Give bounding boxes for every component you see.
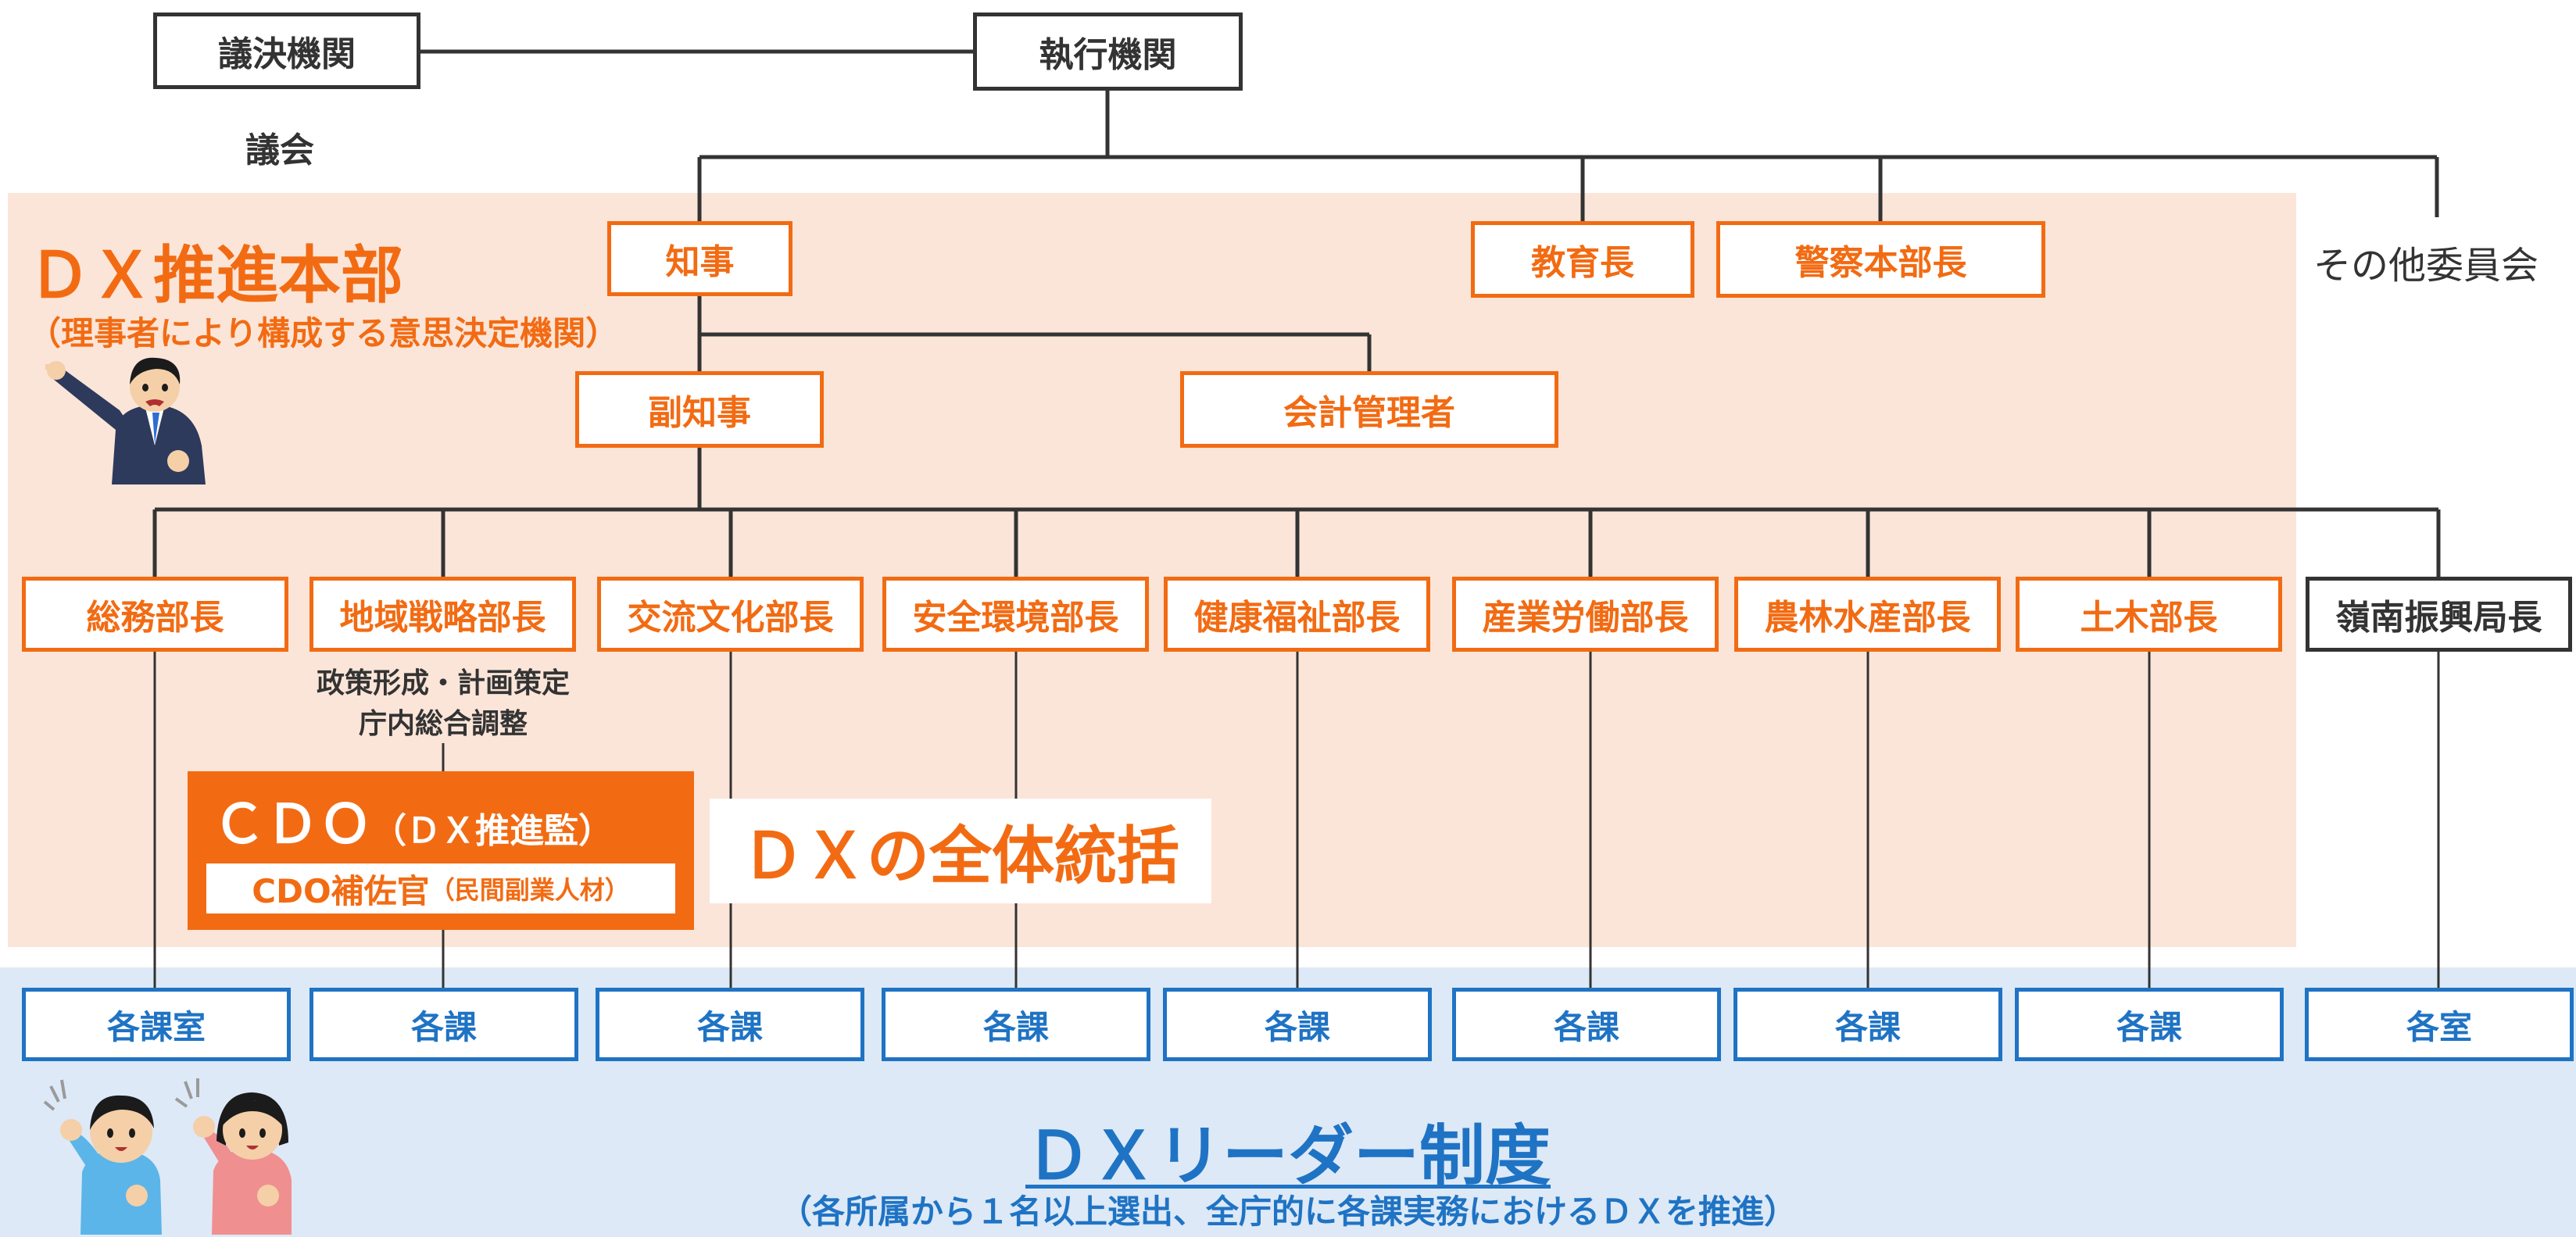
dx-leader-subtitle: （各所属から１名以上選出、全庁的に各課実務におけるＤＸを推進） [778,1192,1797,1231]
dept-box-regional-strategy: 地域戦略部長 [309,577,576,652]
policy-note-line1: 政策形成・計画策定 [316,667,570,699]
dx-overall-box: ＤＸの全体統括 [710,799,1211,903]
section-box: 各課 [596,988,864,1061]
section-box: 各課 [1163,988,1432,1061]
cdo-box: ＣＤＯ（ＤＸ推進監） CDO補佐官（民間副業人材） [188,771,694,930]
dept-box-exchange-culture: 交流文化部長 [597,577,864,652]
dept-box-civil-engineering: 土木部長 [2016,577,2282,652]
dept-box-reinan-promotion: 嶺南振興局長 [2306,577,2572,652]
executive-box: 執行機関 [973,13,1243,91]
cheering-people-illustration [43,1078,292,1235]
education-box: 教育長 [1471,221,1694,298]
dept-box-general-affairs: 総務部長 [22,577,288,652]
accountant-box: 会計管理者 [1180,371,1558,448]
cdo-assistant-paren: （民間副業人材） [429,875,630,905]
assembly-label: 議会 [245,130,314,170]
dept-box-agriculture: 農林水産部長 [1734,577,2001,652]
section-box: 各課 [1733,988,2002,1061]
legislature-box: 議決機関 [153,13,420,89]
section-box: 各課 [2015,988,2284,1061]
policy-note-line2: 庁内総合調整 [358,708,528,740]
other-committees-label: その他委員会 [2313,244,2539,288]
dept-box-industry-labor: 産業労働部長 [1452,577,1719,652]
cdo-title-row: ＣＤＯ（ＤＸ推進監） [213,781,613,858]
presenter-illustration [45,357,206,484]
dx-leader-title-wrap: ＤＸリーダー制度 [0,1103,2576,1198]
section-box: 各課 [1452,988,1721,1061]
section-box: 各課室 [22,988,291,1061]
governor-box: 知事 [607,221,792,296]
cdo-assistant: CDO補佐官 [252,871,430,910]
cdo-title: ＣＤＯ [213,794,373,856]
cdo-assistant-box: CDO補佐官（民間副業人材） [206,863,675,913]
dept-box-health-welfare: 健康福祉部長 [1164,577,1430,652]
section-box: 各室 [2305,988,2574,1061]
dept-box-safety-environment: 安全環境部長 [882,577,1149,652]
section-box: 各課 [882,988,1150,1061]
cdo-title-paren: （ＤＸ推進監） [372,811,614,851]
dx-leader-title: ＤＸリーダー制度 [1025,1117,1551,1194]
police-box: 警察本部長 [1716,221,2045,298]
dx-overall-label: ＤＸの全体統括 [742,820,1179,892]
dx-hq-title: ＤＸ推進本部 [28,239,403,312]
vice-governor-box: 副知事 [575,371,824,448]
section-box: 各課 [309,988,578,1061]
dx-hq-subtitle: （理事者により構成する意思決定機関） [28,314,619,352]
